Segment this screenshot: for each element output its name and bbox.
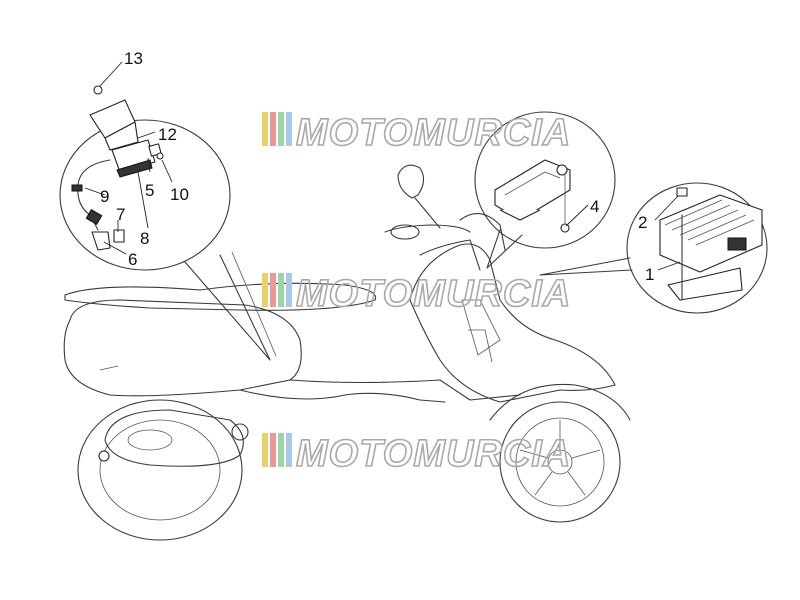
detail-bubble-regulator bbox=[539, 182, 768, 314]
callout-8: 8 bbox=[140, 229, 149, 248]
scooter-outline bbox=[63, 164, 631, 541]
watermark-top: MOTOMURCIA bbox=[262, 111, 571, 155]
callout-5: 5 bbox=[145, 181, 154, 200]
callout-10: 10 bbox=[170, 185, 189, 204]
callout-1: 1 bbox=[645, 265, 654, 284]
callout-13: 13 bbox=[124, 49, 143, 68]
watermark-text: MOTOMURCIA bbox=[296, 112, 571, 154]
callout-labels: 13 12 5 10 9 7 8 6 4 2 1 bbox=[100, 49, 654, 284]
leader-lines bbox=[84, 61, 681, 271]
callout-2: 2 bbox=[638, 213, 647, 232]
watermark-text: MOTOMURCIA bbox=[296, 273, 571, 315]
watermark-middle: MOTOMURCIA bbox=[262, 272, 571, 316]
callout-12: 12 bbox=[158, 125, 177, 144]
callout-7: 7 bbox=[116, 205, 125, 224]
detail-bubble-bracket bbox=[474, 111, 616, 269]
detail-bubble-coil bbox=[59, 85, 277, 361]
callout-6: 6 bbox=[128, 250, 137, 269]
watermark-text: MOTOMURCIA bbox=[296, 433, 571, 475]
watermark-bottom: MOTOMURCIA bbox=[262, 432, 571, 476]
callout-9: 9 bbox=[100, 187, 109, 206]
callout-4: 4 bbox=[590, 197, 599, 216]
